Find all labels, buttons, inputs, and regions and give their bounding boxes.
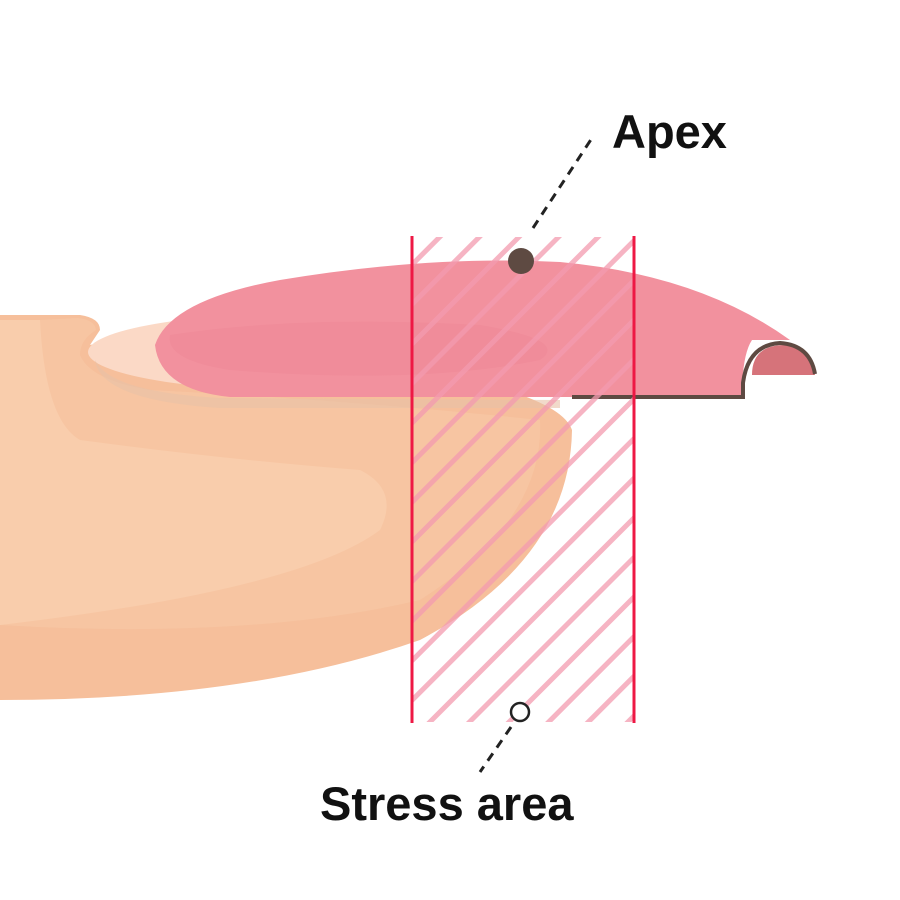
apex-dot xyxy=(508,248,534,274)
nail-tip-outline xyxy=(572,340,817,399)
stress-area-dot xyxy=(509,701,531,723)
stress-area-label: Stress area xyxy=(320,777,574,830)
stress-zone-hatch xyxy=(412,237,634,722)
finger-mid xyxy=(0,318,541,630)
nail-tip-underside xyxy=(752,345,815,375)
apex-leader-line xyxy=(531,137,594,229)
stress-leader-line xyxy=(478,726,513,773)
apex-label: Apex xyxy=(612,105,727,158)
